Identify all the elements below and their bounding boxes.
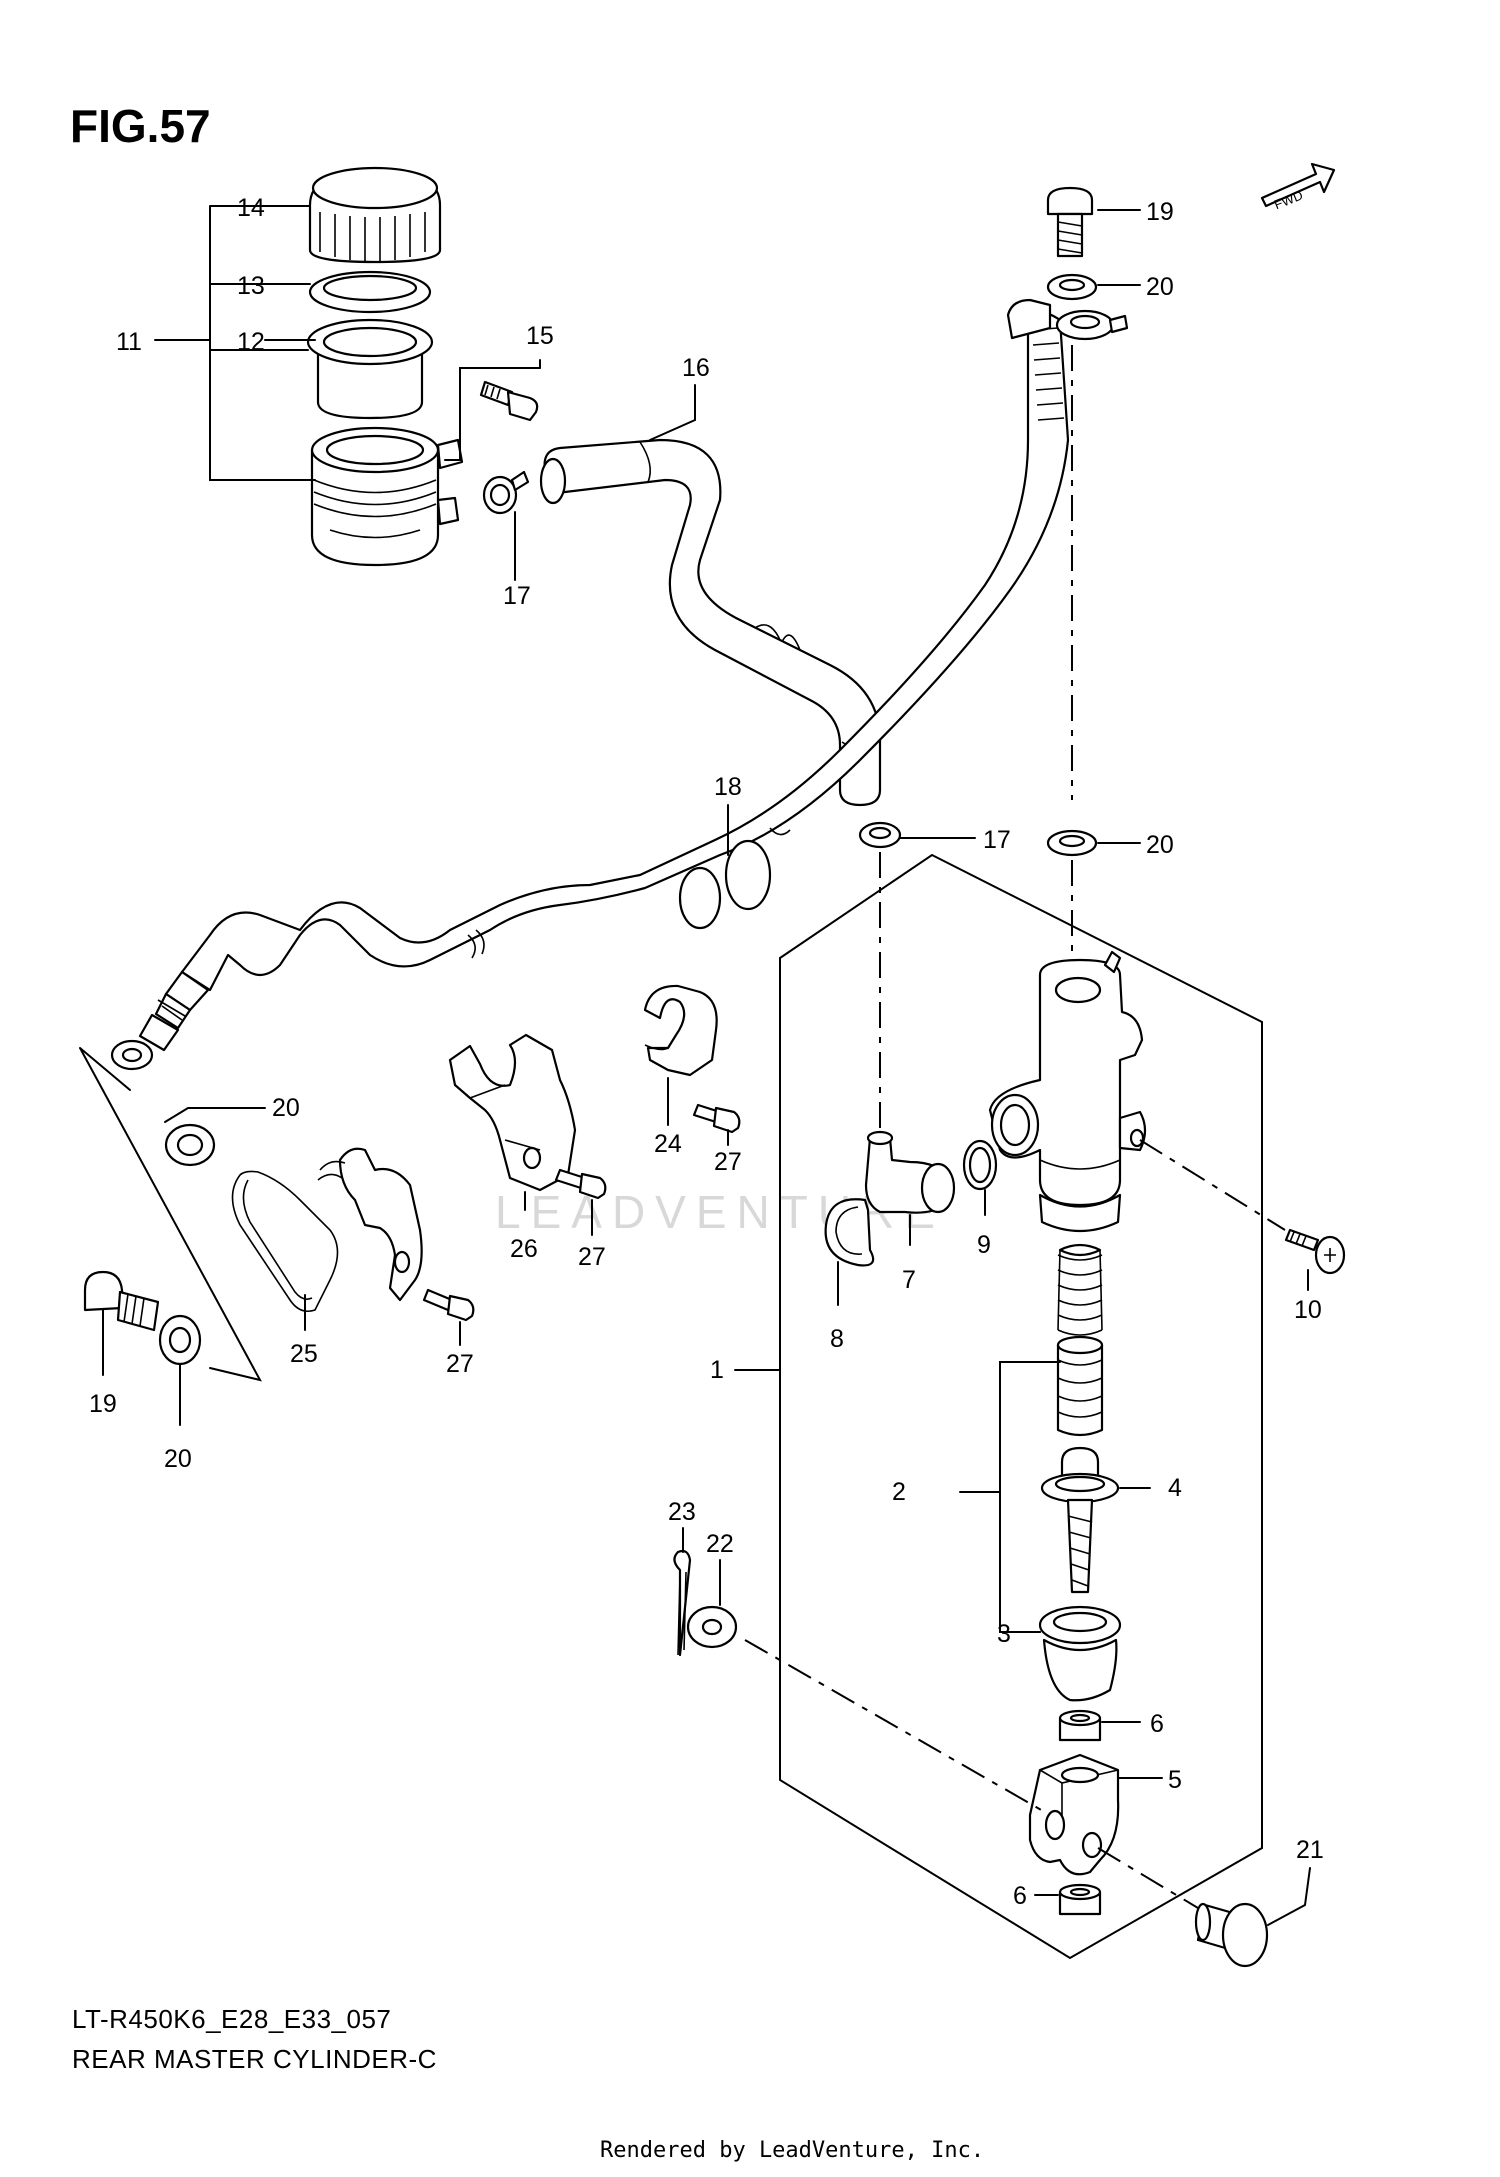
reservoir-body-part-11 — [310, 426, 464, 567]
callout-14: 14 — [237, 194, 265, 222]
callout-6-lower: 6 — [1013, 1882, 1027, 1910]
clevis-part-5 — [1028, 1753, 1120, 1876]
callout-7: 7 — [902, 1266, 916, 1294]
callout-1: 1 — [710, 1356, 724, 1384]
callout-20-upper: 20 — [1146, 273, 1174, 301]
callout-5: 5 — [1168, 1766, 1182, 1794]
callout-6-upper: 6 — [1150, 1710, 1164, 1738]
diagram-name: REAR MASTER CYLINDER-C — [72, 2044, 437, 2074]
diaphragm-part-13 — [308, 270, 432, 314]
callout-20-lower: 20 — [164, 1445, 192, 1473]
wire-clamp-part-25 — [231, 1147, 423, 1313]
callout-18: 18 — [714, 773, 742, 801]
callout-27-c: 27 — [446, 1350, 474, 1378]
cotter-pin-part-23 — [673, 1549, 692, 1657]
washer-part-20-mid — [1046, 829, 1098, 857]
model-code: LT-R450K6_E28_E33_057 — [72, 2004, 391, 2034]
washer-part-20-lower-1 — [164, 1123, 216, 1167]
washer-part-20-lower-2 — [158, 1314, 202, 1366]
bolt-part-27-b — [554, 1168, 607, 1200]
plate-part-12 — [306, 318, 434, 420]
callout-13: 13 — [237, 272, 265, 300]
callout-16: 16 — [682, 354, 710, 382]
callout-20-mid: 20 — [1146, 831, 1174, 859]
hose-clamp-part-17-lower — [858, 821, 902, 849]
callout-17-lower: 17 — [983, 826, 1011, 854]
boot-part-3 — [1038, 1605, 1122, 1702]
callout-21: 21 — [1296, 1836, 1324, 1864]
bracket-part-26 — [448, 1033, 577, 1192]
callout-2: 2 — [892, 1478, 906, 1506]
push-rod-part-4 — [1040, 1446, 1120, 1594]
callout-27-b: 27 — [578, 1243, 606, 1271]
bolt-part-27-c — [422, 1288, 475, 1322]
callout-19-lower: 19 — [89, 1390, 117, 1418]
master-cylinder-group-outline — [779, 853, 1263, 1960]
banjo-bolt-part-19-upper — [1046, 186, 1094, 258]
callout-3: 3 — [997, 1620, 1011, 1648]
clevis-pin-part-21 — [1194, 1902, 1269, 1968]
screw-part-10 — [1284, 1228, 1346, 1275]
callout-26: 26 — [510, 1235, 538, 1263]
hose-clamp-part-17-upper — [482, 470, 530, 515]
master-cylinder-body — [988, 950, 1147, 1233]
brake-hose-part-18 — [110, 311, 1070, 1071]
banjo-bolt-part-19-lower — [83, 1270, 160, 1332]
piston-part-2 — [1056, 1335, 1104, 1437]
nut-part-6-lower — [1058, 1883, 1102, 1916]
hose-fitting-part-7 — [864, 1130, 956, 1214]
callout-20-left: 20 — [272, 1094, 300, 1122]
washer-part-20-upper — [1046, 273, 1098, 301]
callout-10: 10 — [1294, 1296, 1322, 1324]
figure-title: FIG.57 — [70, 100, 211, 152]
hose-clamp-part-24 — [643, 984, 718, 1077]
callout-11: 11 — [116, 328, 142, 356]
bolt-part-15 — [479, 380, 539, 422]
washer-part-22 — [686, 1605, 738, 1649]
callout-23: 23 — [668, 1498, 696, 1526]
banjo-fitting-upper — [1006, 298, 1129, 341]
nut-part-6-upper — [1058, 1709, 1102, 1742]
callout-labels: 14 13 11 12 15 16 17 19 20 18 17 20 20 2… — [89, 194, 1324, 1910]
bolt-part-27-a — [692, 1103, 741, 1134]
reservoir-assembly — [306, 166, 464, 567]
callout-27-a: 27 — [714, 1148, 742, 1176]
callout-25: 25 — [290, 1340, 318, 1368]
o-ring-part-9 — [962, 1139, 998, 1191]
callout-8: 8 — [830, 1325, 844, 1353]
callout-15: 15 — [526, 322, 554, 350]
callout-12: 12 — [237, 328, 265, 356]
callout-4: 4 — [1168, 1474, 1182, 1502]
circlip-part-8 — [824, 1198, 875, 1267]
spring — [1057, 1243, 1103, 1336]
callout-17-upper: 17 — [503, 582, 531, 610]
reservoir-cap-part-14 — [308, 166, 442, 264]
callout-22: 22 — [706, 1530, 734, 1558]
fwd-arrow-icon: FWD — [1260, 162, 1336, 212]
reservoir-hose-part-16 — [539, 438, 882, 807]
callout-9: 9 — [977, 1231, 991, 1259]
callout-19-upper: 19 — [1146, 198, 1174, 226]
rendered-by-credit: Rendered by LeadVenture, Inc. — [600, 2138, 984, 2163]
callout-24: 24 — [654, 1130, 682, 1158]
